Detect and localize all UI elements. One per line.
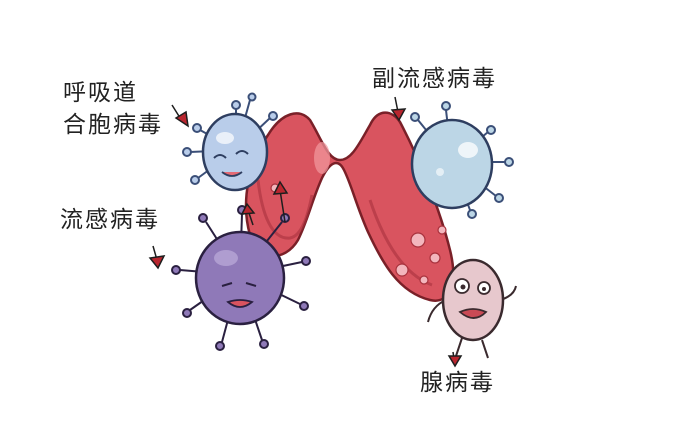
label-adenovirus: 腺病毒 [420,370,495,396]
pointer-arrows [148,96,463,368]
label-parainfluenza: 副流感病毒 [372,66,497,92]
label-rsv-line2: 合胞病毒 [63,112,163,138]
parainfluenza-virus [410,101,514,219]
adenovirus [427,258,517,359]
rsv-virus [182,92,278,192]
label-influenza: 流感病毒 [60,207,160,233]
influenza-virus [171,205,311,351]
label-rsv-line1: 呼吸道 [63,80,138,106]
